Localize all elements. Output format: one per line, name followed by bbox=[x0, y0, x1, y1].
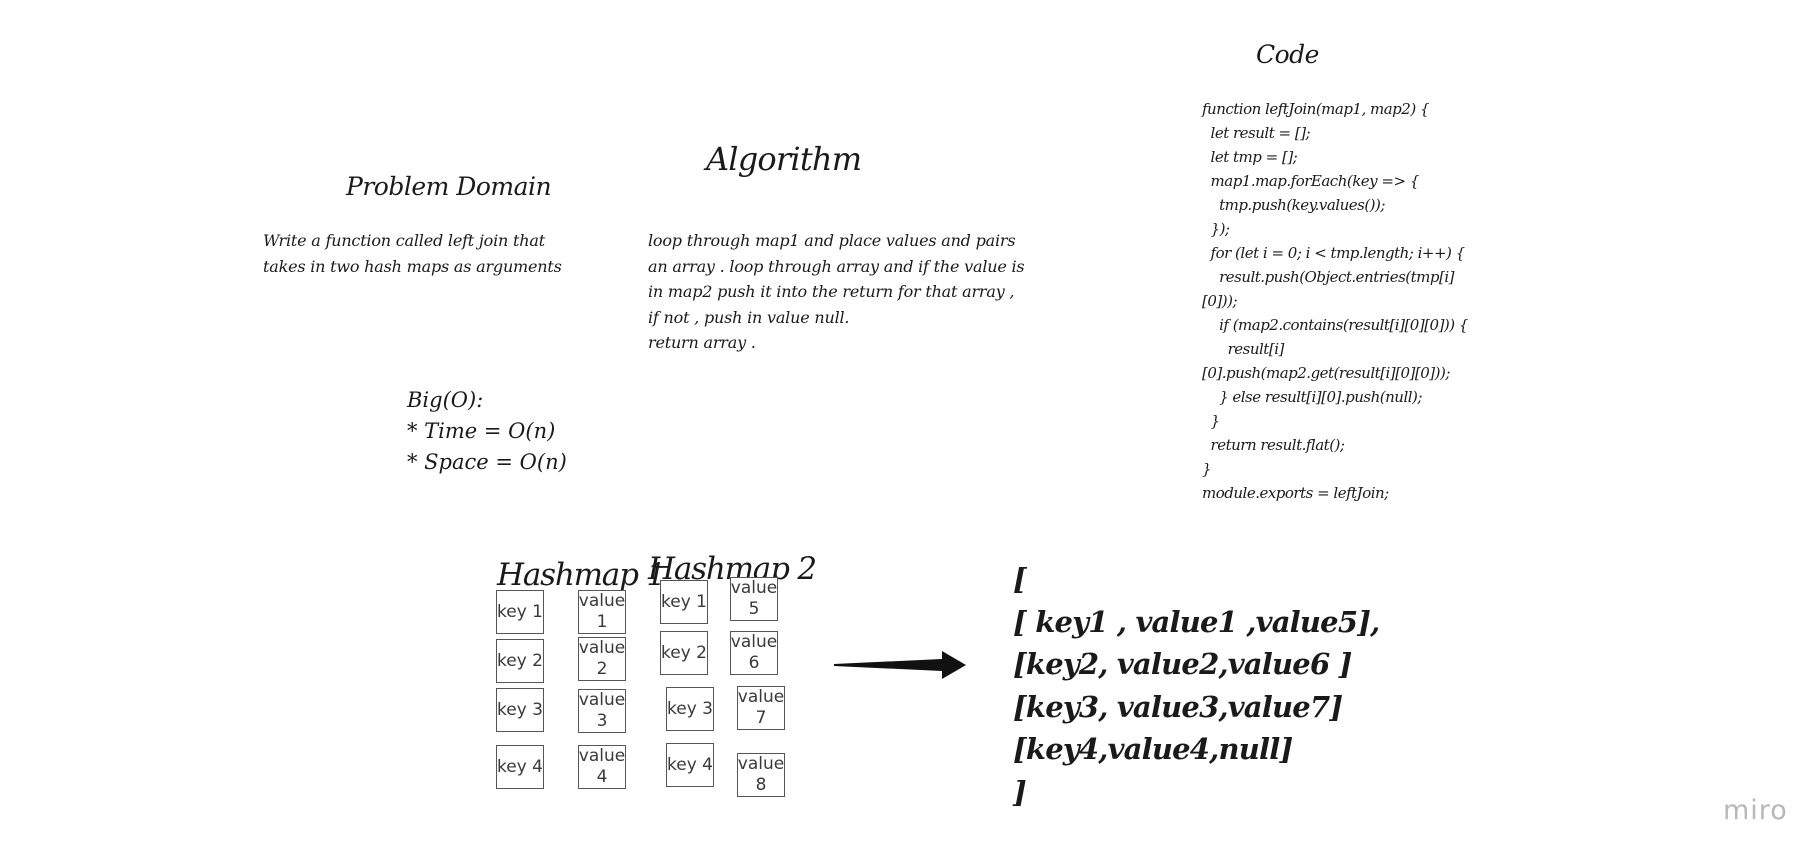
hashmap1-key-1: key 1 bbox=[496, 590, 544, 634]
hashmap1-key-3: key 3 bbox=[496, 688, 544, 732]
arrow-right-icon bbox=[834, 651, 966, 679]
hashmap2-value-3: value 7 bbox=[737, 686, 785, 730]
hashmap1-title: Hashmap 1 bbox=[497, 557, 666, 593]
result-output: [ [ key1 , value1 ,value5], [key2, value… bbox=[1013, 562, 1380, 809]
hashmap1-key-2: key 2 bbox=[496, 639, 544, 683]
big-o-notes: Big(O): * Time = O(n) * Space = O(n) bbox=[407, 388, 567, 474]
hashmap1-value-2: value 2 bbox=[578, 637, 626, 681]
hashmap2-value-2: value 6 bbox=[730, 631, 778, 675]
hashmap2-value-1: value 5 bbox=[730, 577, 778, 621]
hashmap1-value-4: value 4 bbox=[578, 745, 626, 789]
hashmap1-key-4: key 4 bbox=[496, 745, 544, 789]
hashmap2-key-4: key 4 bbox=[666, 743, 714, 787]
hashmap1-value-3: value 3 bbox=[578, 689, 626, 733]
code-heading: Code bbox=[1256, 40, 1319, 69]
miro-logo: miro bbox=[1723, 795, 1788, 826]
problem-domain-heading: Problem Domain bbox=[346, 172, 552, 201]
code-block: function leftJoin(map1, map2) { let resu… bbox=[1202, 100, 1468, 502]
hashmap1-value-1: value 1 bbox=[578, 590, 626, 634]
algorithm-heading: Algorithm bbox=[706, 140, 862, 178]
algorithm-text: loop through map1 and place values and p… bbox=[648, 231, 1025, 352]
hashmap2-key-3: key 3 bbox=[666, 687, 714, 731]
hashmap2-key-1: key 1 bbox=[660, 580, 708, 624]
hashmap2-key-2: key 2 bbox=[660, 631, 708, 675]
hashmap2-value-4: value 8 bbox=[737, 753, 785, 797]
problem-domain-text: Write a function called left join that t… bbox=[263, 231, 562, 276]
